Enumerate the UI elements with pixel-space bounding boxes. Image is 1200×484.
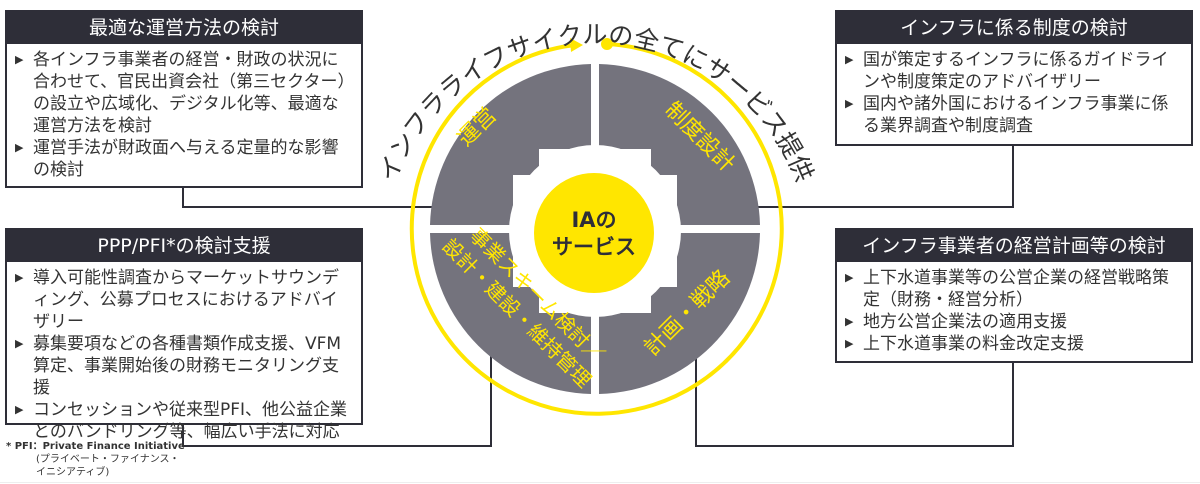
connector-bottom-left [182,330,492,447]
box-title: PPP/PFI*の検討支援 [7,230,361,262]
divider [0,482,1200,483]
bullet-icon: ▶ [845,97,854,110]
bullet-icon: ▶ [15,53,24,66]
list-item-text: 国内や諸外国におけるインフラ事業に係る業界調査や制度調査 [863,94,1169,136]
footnote-term: Private Finance Initiative [42,441,185,452]
list-item: ▶ 上下水道事業等の公営企業の経営戦略策定（財務・経営分析） [845,267,1183,311]
list-item-text: コンセッションや従来型PFI、他公益企業とのバンドリング等、幅広い手法に対応 [33,400,348,442]
center-line1: IAの [571,208,616,232]
footnote-reading-1: (プライベート・ファイナンス・ [36,454,180,465]
list-item-text: 導入可能性調査からマーケットサウンディング、公募プロセスにおけるアドバイザリー [33,268,339,332]
bullet-icon: ▶ [845,53,854,66]
footnote: * PFI：Private Finance Initiative (プライベート… [6,440,185,479]
box-operation-method: 最適な運営方法の検討 ▶ 各インフラ事業者の経営・財政の状況に合わせて、官民出資会… [5,10,363,188]
connector-top-right [712,145,1014,208]
center-circle [534,173,654,293]
bullet-icon: ▶ [15,403,24,416]
list-item-text: 地方公営企業法の適用支援 [863,312,1067,332]
bullet-icon: ▶ [845,337,854,350]
list-item-text: 募集要項などの各種書類作成支援、VFM算定、事業開始後の財務モニタリング支援 [33,334,342,398]
list-item: ▶ 導入可能性調査からマーケットサウンディング、公募プロセスにおけるアドバイザリー [15,267,353,333]
bullet-icon: ▶ [15,271,24,284]
list-item-text: 国が策定するインフラに係るガイドラインや制度策定のアドバイザリー [863,50,1169,92]
box-infrastructure-system: インフラに係る制度の検討 ▶ 国が策定するインフラに係るガイドラインや制度策定のア… [835,10,1193,146]
list-item: ▶ 運営手法が財政面へ与える定量的な影響の検討 [15,137,353,181]
box-title: 最適な運営方法の検討 [7,12,361,44]
bullet-icon: ▶ [15,337,24,350]
list-item: ▶ 地方公営企業法の適用支援 [845,311,1183,333]
connector-bottom-right [695,330,1014,447]
list-item-text: 上下水道事業等の公営企業の経営戦略策定（財務・経営分析） [863,268,1169,310]
list-item: ▶ 国が策定するインフラに係るガイドラインや制度策定のアドバイザリー [845,49,1183,93]
footnote-label: * PFI： [6,441,43,452]
box-title: インフラ事業者の経営計画等の検討 [837,230,1191,262]
center-line2: サービス [552,235,636,259]
box-title: インフラに係る制度の検討 [837,12,1191,44]
box-business-plan: インフラ事業者の経営計画等の検討 ▶ 上下水道事業等の公営企業の経営戦略策定（財務… [835,228,1193,363]
box-ppp-pfi-support: PPP/PFI*の検討支援 ▶ 導入可能性調査からマーケットサウンディング、公募プ… [5,228,363,442]
cycle-arrow-head-icon [570,38,583,52]
list-item-text: 上下水道事業の料金改定支援 [863,334,1084,354]
list-item-text: 各インフラ事業者の経営・財政の状況に合わせて、官民出資会社（第三セクター）の設立… [33,50,346,136]
list-item: ▶ 募集要項などの各種書類作成支援、VFM算定、事業開始後の財務モニタリング支援 [15,333,353,399]
list-item: ▶ 国内や諸外国におけるインフラ事業に係る業界調査や制度調査 [845,93,1183,137]
list-item: ▶ 各インフラ事業者の経営・財政の状況に合わせて、官民出資会社（第三セクター）の設… [15,49,353,137]
bullet-icon: ▶ [15,141,24,154]
cycle-ring [409,42,784,416]
footnote-reading-2: イニシアティブ) [36,467,110,478]
bullet-icon: ▶ [845,315,854,328]
cycle-start-dot [601,38,613,50]
list-item-text: 運営手法が財政面へ与える定量的な影響の検討 [33,138,339,180]
list-item: ▶ 上下水道事業の料金改定支援 [845,333,1183,355]
bullet-icon: ▶ [845,271,854,284]
list-item: ▶ コンセッションや従来型PFI、他公益企業とのバンドリング等、幅広い手法に対応 [15,399,353,443]
